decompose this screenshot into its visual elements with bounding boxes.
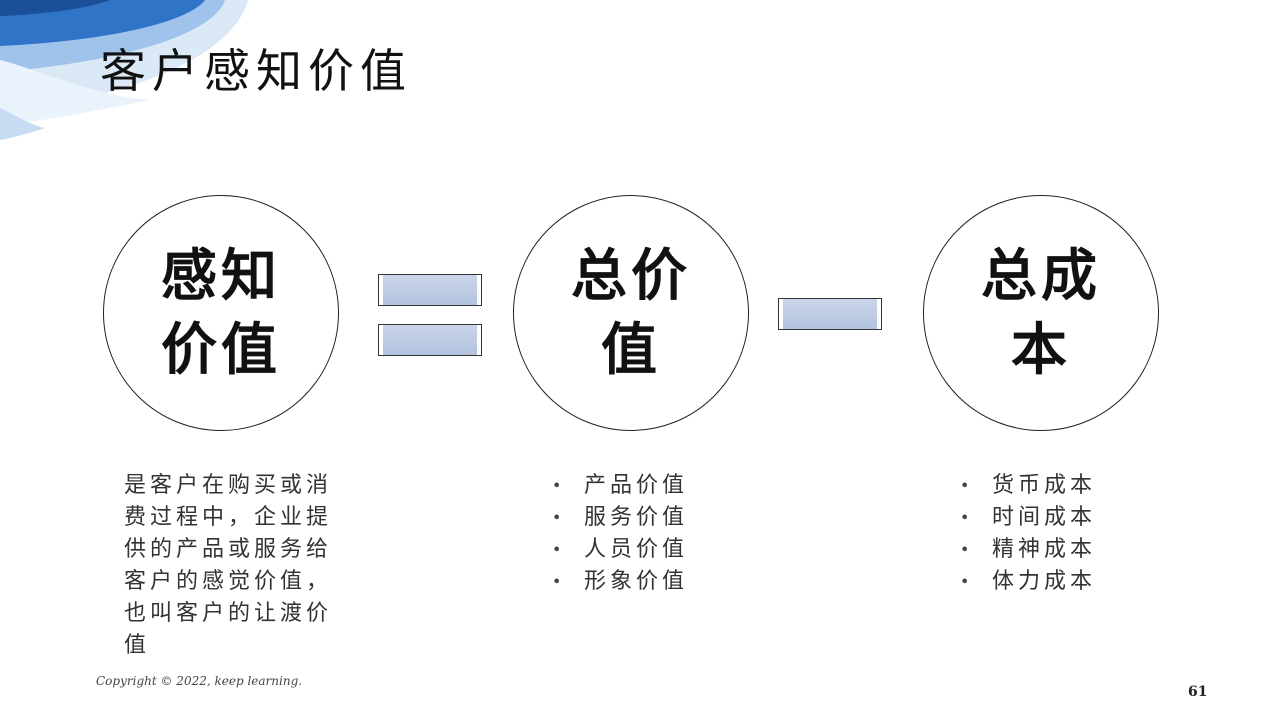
slide-title: 客户感知价值 xyxy=(100,44,412,99)
bullet-icon: • xyxy=(552,502,584,534)
list-item: •体力成本 xyxy=(960,566,1096,598)
list-item: •产品价值 xyxy=(552,470,688,502)
bullet-icon: • xyxy=(552,534,584,566)
cost-item-label: 时间成本 xyxy=(992,502,1096,534)
equals-operator-bottom-bar xyxy=(378,324,482,356)
value-item-label: 人员价值 xyxy=(584,534,688,566)
list-item: •精神成本 xyxy=(960,534,1096,566)
list-item: •货币成本 xyxy=(960,470,1096,502)
value-components-list: •产品价值 •服务价值 •人员价值 •形象价值 xyxy=(552,470,688,598)
total-value-circle: 总价值 xyxy=(513,195,749,431)
list-item: •形象价值 xyxy=(552,566,688,598)
total-cost-circle: 总成本 xyxy=(923,195,1159,431)
bullet-icon: • xyxy=(552,566,584,598)
bullet-icon: • xyxy=(960,566,992,598)
list-item: •人员价值 xyxy=(552,534,688,566)
cost-item-label: 货币成本 xyxy=(992,470,1096,502)
bullet-icon: • xyxy=(552,470,584,502)
total-value-label: 总价值 xyxy=(556,239,706,387)
cost-item-label: 精神成本 xyxy=(992,534,1096,566)
perceived-value-circle: 感知价值 xyxy=(103,195,339,431)
minus-operator-bar xyxy=(778,298,882,330)
list-item: •服务价值 xyxy=(552,502,688,534)
bullet-icon: • xyxy=(960,502,992,534)
bullet-icon: • xyxy=(960,470,992,502)
equals-operator-top-bar xyxy=(378,274,482,306)
page-number: 61 xyxy=(1188,684,1207,700)
value-item-label: 形象价值 xyxy=(584,566,688,598)
perceived-value-description: 是客户在购买或消费过程中，企业提供的产品或服务给客户的感觉价值，也叫客户的让渡价… xyxy=(124,470,344,662)
value-item-label: 服务价值 xyxy=(584,502,688,534)
bullet-icon: • xyxy=(960,534,992,566)
cost-item-label: 体力成本 xyxy=(992,566,1096,598)
list-item: •时间成本 xyxy=(960,502,1096,534)
value-item-label: 产品价值 xyxy=(584,470,688,502)
copyright-notice: Copyright © 2022, keep learning. xyxy=(96,674,302,688)
cost-components-list: •货币成本 •时间成本 •精神成本 •体力成本 xyxy=(960,470,1096,598)
total-cost-label: 总成本 xyxy=(966,239,1116,387)
perceived-value-label: 感知价值 xyxy=(146,239,296,387)
